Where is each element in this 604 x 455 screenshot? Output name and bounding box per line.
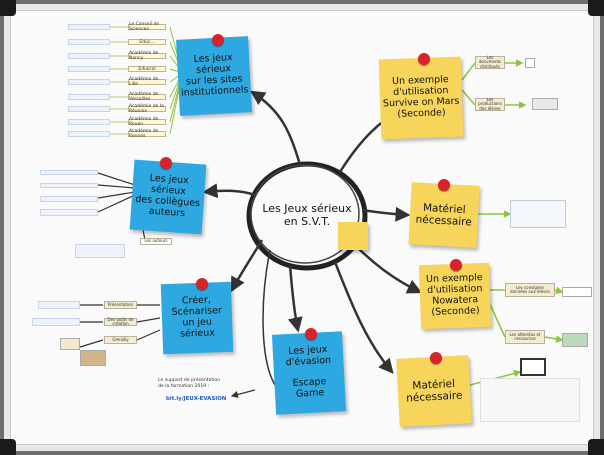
link-placeholder[interactable] [68,66,110,72]
tag-attendus[interactable]: Les attendus et ressources [505,330,545,344]
link-placeholder[interactable] [75,244,125,258]
center-title: Les Jeux sérieux en S.V.T. [262,202,352,228]
link-placeholder[interactable] [38,301,80,309]
computer-icon [520,358,546,376]
note-nowatera[interactable]: Un exemple d'utilisation Nowatera (Secon… [418,262,492,330]
note-institutional[interactable]: Les jeux sérieux sur les sites instituti… [176,36,252,116]
pin-icon [438,179,450,191]
corner-top-right [588,0,604,16]
tag-outils[interactable]: Des outils de création [104,317,137,326]
corner-top-left [0,0,16,16]
material-list-placeholder [480,378,580,422]
pin-icon [305,328,317,340]
link-placeholder[interactable] [68,119,110,125]
link-placeholder[interactable] [40,170,98,175]
note-escape[interactable]: Les jeux d'évasion Escape Game [271,331,347,415]
institutional-button-0[interactable]: Le Conseil de Sciences [128,22,166,32]
escape-text: Le support de présentation de la formati… [158,378,221,389]
note-material1[interactable]: Matériel nécessaire [408,182,480,248]
note-create[interactable]: Créer, Scénariser un jeu sérieux [160,281,234,355]
institutional-button-2[interactable]: Académie de Nancy [128,51,166,61]
link-placeholder[interactable] [40,196,98,202]
pin-icon [196,278,208,290]
pin-icon [212,34,224,46]
center-topic[interactable]: Les Jeux sérieux en S.V.T. [248,165,366,265]
center-sticky [338,222,368,250]
link-placeholder[interactable] [68,24,110,30]
note-nowatera-text: Un exemple d'utilisation Nowatera (Secon… [425,272,483,318]
branch-create [230,239,264,293]
genially-thumbnail[interactable] [60,338,80,350]
branch-material2 [333,261,394,374]
right-connectors [461,59,564,386]
note-material2[interactable]: Matériel nécessaire [396,355,472,427]
branch-material1 [361,206,411,222]
note-escape-text: Les jeux d'évasion Escape Game [285,343,332,401]
center-circle-inner [250,164,360,264]
institutional-button-3[interactable]: Eduscol [128,66,166,72]
link-placeholder[interactable] [68,106,110,112]
material-diagram[interactable] [510,200,566,228]
pin-icon [430,352,442,364]
escape-link[interactable]: bit.ly/JEUX-EVASION [166,396,227,402]
link-placeholder[interactable] [40,183,98,188]
production-thumbnail[interactable] [532,98,558,110]
note-mars-text: Un exemple d'utilisation Survive on Mars… [382,74,460,120]
corner-bottom-left [0,439,16,455]
tag-consignes[interactable]: Les consignes données aux élèves [505,283,555,297]
document-thumbnail[interactable] [525,58,535,68]
tag-genially[interactable]: Genially [104,336,137,344]
pin-icon [418,53,430,65]
create-connectors [79,304,161,348]
link-placeholder[interactable] [68,53,110,59]
institutional-button-7[interactable]: Académie de Rouen [128,117,166,127]
pin-icon [450,259,462,271]
link-placeholder[interactable] [40,209,98,216]
link-placeholder[interactable] [68,79,110,85]
escape-link-arrow [230,389,256,398]
tag-docs[interactable]: Les documents distribués [475,56,505,69]
institutional-button-6[interactable]: Académie de la Réunion [128,104,166,114]
tag-auteurs[interactable]: Les auteurs [140,238,172,245]
pin-icon [160,157,172,169]
tag-productions[interactable]: Les productions des élèves [475,98,505,111]
tag-presentation[interactable]: Présentation [104,301,137,309]
branch-institutional [249,90,302,166]
attendus-thumbnail[interactable] [562,333,588,347]
institutional-button-4[interactable]: Académie de Lille [128,77,166,87]
institutional-button-5[interactable]: Académie de Versailles [128,92,166,102]
consignes-thumbnail[interactable] [562,287,592,297]
link-placeholder[interactable] [32,318,80,326]
note-mars[interactable]: Un exemple d'utilisation Survive on Mars… [378,56,464,140]
link-placeholder[interactable] [68,94,110,100]
note-colleagues[interactable]: Les jeux sérieux des collègues auteurs [129,159,207,235]
link-placeholder[interactable] [68,131,110,137]
institutional-link-connectors [110,26,128,135]
note-material2-text: Matériel nécessaire [405,377,463,405]
branch-escape-extra [262,249,276,386]
note-colleagues-text: Les jeux sérieux des collègues auteurs [134,172,201,220]
corner-bottom-right [588,439,604,455]
note-material1-text: Matériel nécessaire [415,201,473,229]
branch-colleagues [202,183,256,199]
link-placeholder[interactable] [68,39,110,45]
genially-thumbnail[interactable] [80,350,106,366]
branch-nowatera [354,244,423,294]
institutional-button-8[interactable]: Académie de Rennes [128,129,166,139]
note-institutional-text: Les jeux sérieux sur les sites instituti… [180,52,249,99]
center-circle [246,161,368,271]
institutional-button-1[interactable]: Educ... [128,39,166,45]
branch-escape [287,264,303,333]
note-create-text: Créer, Scénariser un jeu sérieux [171,294,223,340]
